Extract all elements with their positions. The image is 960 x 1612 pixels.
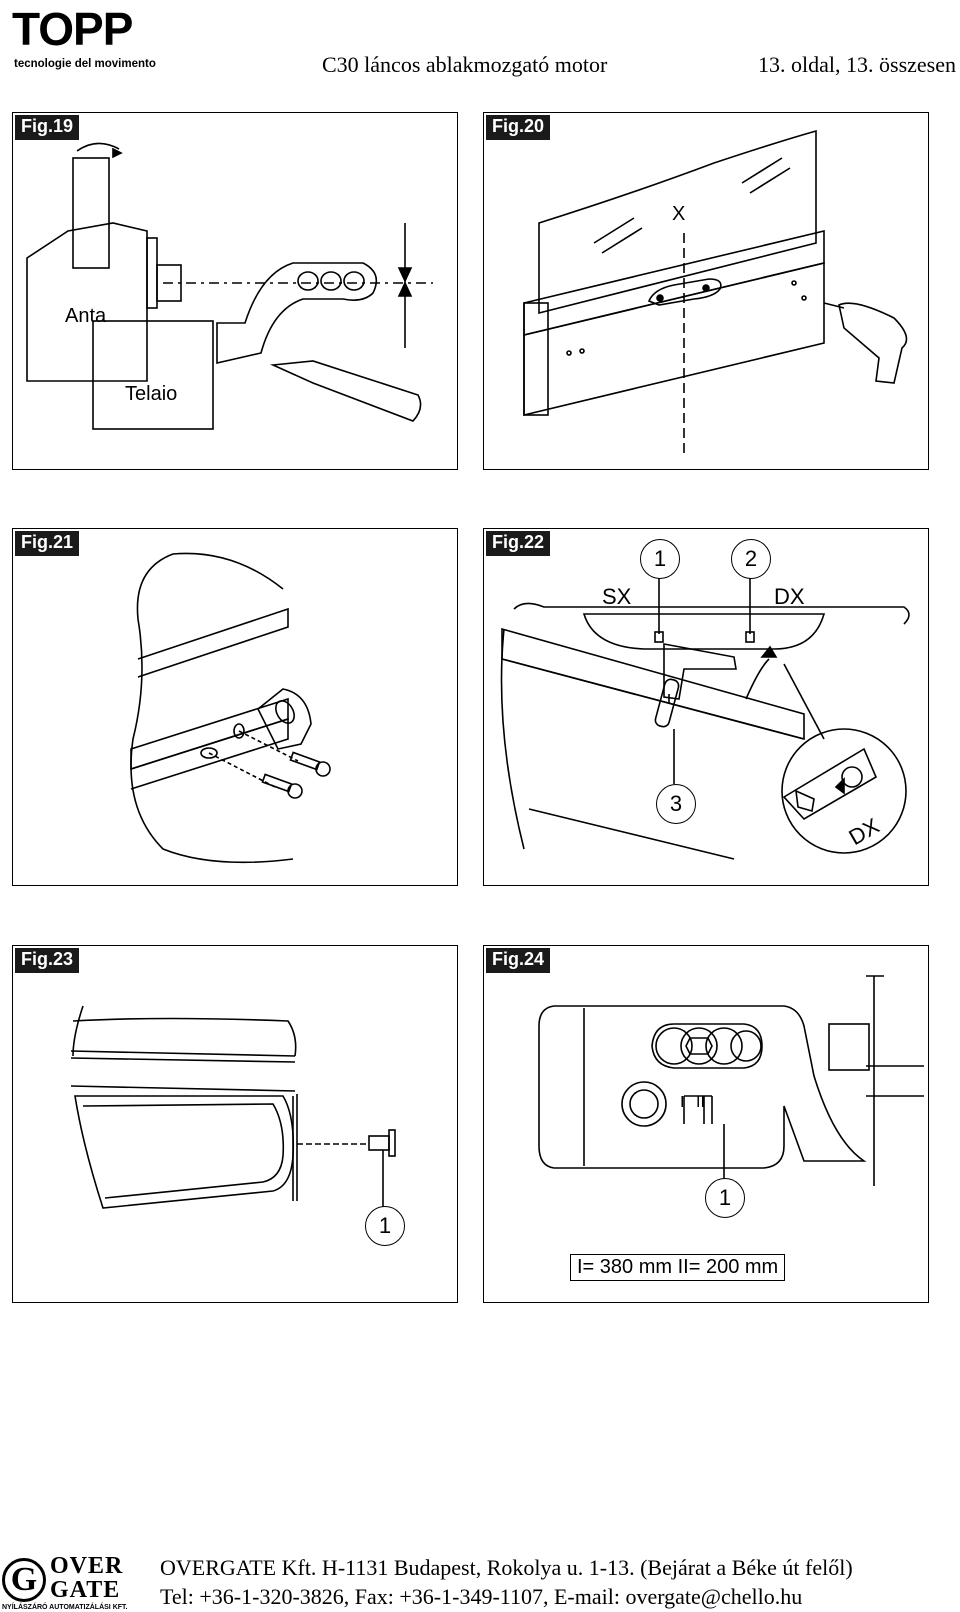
label-dx: DX <box>774 584 805 609</box>
figure-23: Fig.23 1 <box>12 945 458 1303</box>
document-title: C30 láncos ablakmozgató motor <box>322 52 608 77</box>
callout-3: 3 <box>656 784 696 824</box>
callout-2: 2 <box>731 539 771 579</box>
figure-tag: Fig.21 <box>15 531 80 556</box>
figure-tag: Fig.19 <box>15 115 80 140</box>
callout-1: 1 <box>640 539 680 579</box>
label-telaio: Telaio <box>125 383 178 405</box>
mark-i: I <box>680 1094 685 1111</box>
figure-19: Fig.19 Anta Telaio <box>12 112 458 470</box>
callout-1: 1 <box>705 1178 745 1218</box>
figure-22: Fig.22 1 2 3 SX DX <box>483 528 929 886</box>
dimensions-box: I= 380 mm II= 200 mm <box>570 1254 786 1281</box>
logo-word-over: OVER <box>50 1553 124 1579</box>
fig19-drawing <box>26 142 433 430</box>
footer-contact: Tel: +36-1-320-3826, Fax: +36-1-349-1107… <box>160 1584 803 1609</box>
mark-ii: II <box>696 1094 705 1111</box>
overgate-logo-subtitle: NYÍLÁSZÁRÓ AUTOMATIZÁLÁSI KFT. <box>2 1604 128 1611</box>
topp-logo: TOPP tecnologie del movimento <box>12 3 192 76</box>
label-anta: Anta <box>65 305 107 327</box>
fig23-drawing <box>70 1005 396 1209</box>
fig20-drawing <box>523 129 908 453</box>
fig24-drawing <box>538 975 924 1186</box>
overgate-logo: G OVER GATE NYÍLÁSZÁRÓ AUTOMATIZÁLÁSI KF… <box>0 1554 140 1612</box>
footer-address: OVERGATE Kft. H-1131 Budapest, Rokolya u… <box>160 1555 853 1580</box>
figure-21: Fig.21 <box>12 528 458 886</box>
figure-tag: Fig.24 <box>486 948 551 973</box>
logo-tagline: tecnologie del movimento <box>14 58 156 70</box>
logo-wordmark: TOPP <box>12 3 133 55</box>
figure-tag: Fig.20 <box>486 115 551 140</box>
page-info: 13. oldal, 13. összesen <box>758 52 956 77</box>
figure-20: Fig.20 X <box>483 112 929 470</box>
callout-1: 1 <box>365 1206 405 1246</box>
label-sx: SX <box>602 584 632 609</box>
figure-tag: Fig.22 <box>486 531 551 556</box>
figure-tag: Fig.23 <box>15 948 80 973</box>
label-x: X <box>672 203 686 225</box>
fig21-drawing <box>130 552 331 864</box>
overgate-logo-mark: G <box>2 1558 46 1602</box>
figure-24: Fig.24 I II 1 I= 380 mm II= 200 mm <box>483 945 929 1303</box>
fig22-drawing <box>500 577 910 860</box>
overgate-logo-word: OVER GATE <box>50 1554 123 1602</box>
logo-word-gate: GATE <box>50 1577 121 1603</box>
